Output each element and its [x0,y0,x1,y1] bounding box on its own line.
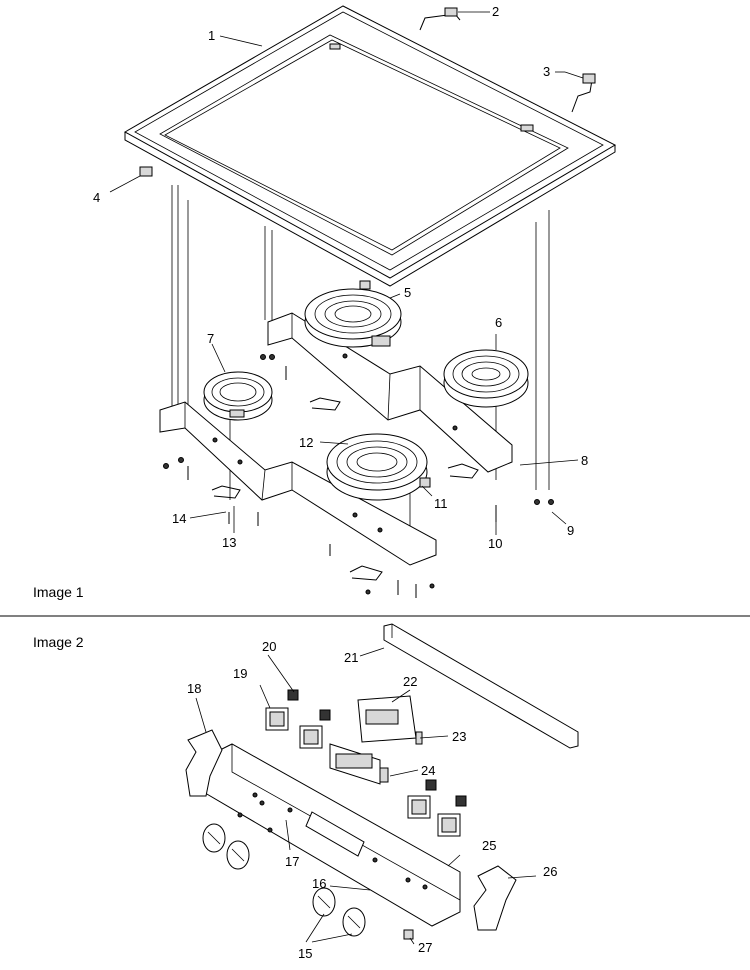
leader-lines-2 [195,647,537,945]
callout-18: 18 [187,681,201,696]
image1-caption: Image 1 [33,584,84,600]
callout-7: 7 [207,331,214,346]
cooktop-glass [123,5,617,287]
burner-6 [443,349,529,408]
screws [163,354,554,598]
callout-19: 19 [233,666,247,681]
callout-24: 24 [421,763,435,778]
indicator-light-20 [287,689,467,807]
callout-3: 3 [543,64,550,79]
clip-4 [109,166,153,193]
clock-assembly-22 [357,695,423,745]
image2-panel: Image 2 [33,623,579,961]
trim-rail-21 [383,623,579,749]
callout-25: 25 [482,838,496,853]
callout-12: 12 [299,435,313,450]
callout-22: 22 [403,674,417,689]
display-board-24 [329,743,389,785]
callout-1: 1 [208,28,215,43]
callout-8: 8 [581,453,588,468]
end-cap-26 [473,865,517,931]
callout-15: 15 [298,946,312,961]
callout-2: 2 [492,4,499,19]
leader-lines [189,11,579,535]
front-support-bracket [159,401,437,581]
burner-5 [304,280,402,348]
callout-17: 17 [285,854,299,869]
bracket-2 [419,7,480,31]
callout-13: 13 [222,535,236,550]
bracket-3 [564,71,596,113]
rear-support-bracket [267,312,513,479]
callout-11: 11 [434,496,448,511]
callout-20: 20 [262,639,276,654]
image2-caption: Image 2 [33,634,84,650]
callout-6: 6 [495,315,502,330]
burner-7 [203,371,273,421]
callout-16: 16 [312,876,326,891]
burner-11 [326,433,431,501]
knob-clip-27 [403,929,414,940]
callout-5: 5 [404,285,411,300]
callout-4: 4 [93,190,100,205]
infinite-switch-19 [265,707,461,837]
callout-23: 23 [452,729,466,744]
callout-10: 10 [488,536,502,551]
end-cap-18 [185,729,223,797]
callout-27: 27 [418,940,432,955]
image1-panel: 1 2 3 4 5 6 7 8 9 10 11 12 13 14 Image 1 [33,4,617,600]
control-panel-25 [199,743,461,927]
callout-14: 14 [172,511,186,526]
callout-21: 21 [344,650,358,665]
knobs-15 [202,823,366,937]
callout-9: 9 [567,523,574,538]
callout-26: 26 [543,864,557,879]
